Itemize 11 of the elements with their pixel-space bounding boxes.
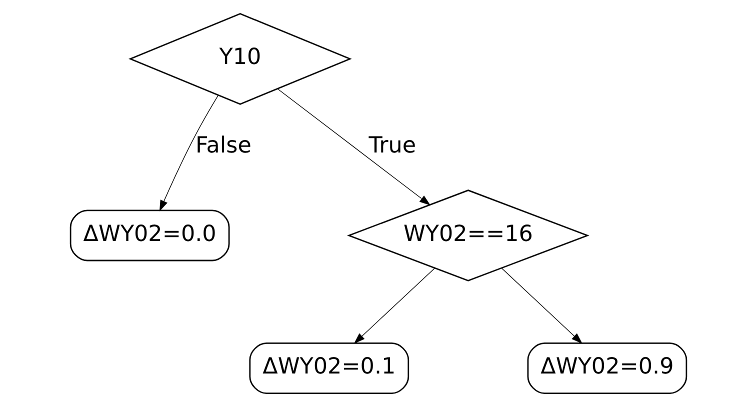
arrow [500,268,582,344]
arrow [353,268,434,344]
node-diamond: Y10 [128,12,352,105]
node-diamond: WY02==16 [346,190,589,282]
edge-label: False [195,132,251,158]
arrow [158,95,218,212]
arrow [276,88,430,206]
node-box: ΔWY02=0.9 [526,342,687,394]
edge-label: True [368,132,416,158]
node-box: ΔWY02=0.1 [248,342,409,394]
node-box: ΔWY02=0.0 [69,210,230,262]
